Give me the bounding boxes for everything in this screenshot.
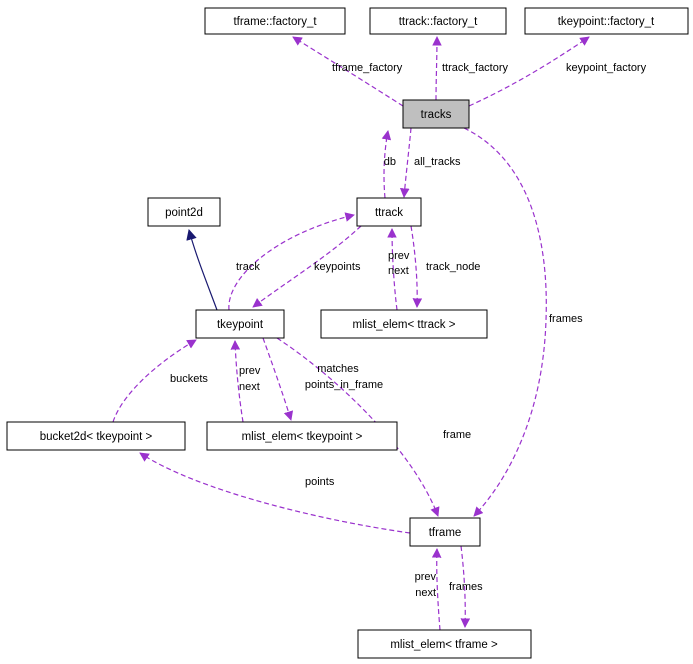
node-tkeypoint-label: tkeypoint [217, 319, 264, 331]
edge-label-points: points [305, 476, 335, 488]
node-mlist-elem-tframe-box [357, 629, 532, 659]
edge-label-ttrack-factory: ttrack_factory [442, 62, 509, 74]
edge-label-frame: frame [443, 429, 471, 441]
edge-label-tkeypoint-next: next [239, 381, 260, 393]
edge-label-all-tracks: all_tracks [414, 156, 461, 168]
node-tframe-factory-box [204, 7, 346, 35]
node-bucket2d-tkeypoint-label: bucket2d< tkeypoint > [40, 431, 153, 443]
edge-label-matches: matches [317, 363, 359, 375]
edge-labels-group: tframe_factory ttrack_factory keypoint_f… [170, 62, 647, 599]
edge-tkeypoint-to-mlist-tkeypoint-matches [262, 337, 294, 421]
node-mlist-elem-tkeypoint-label: mlist_elem< tkeypoint > [242, 431, 363, 443]
edge-tracks-to-ttrack-factory [432, 36, 442, 101]
edge-label-points-in-frame: points_in_frame [305, 379, 383, 391]
edge-label-tkeypoint-prev: prev [239, 365, 261, 377]
node-mlist-elem-tkeypoint-box [206, 421, 398, 451]
node-point2d-label: point2d [165, 207, 203, 219]
edge-tframe-to-mlist-tframe-frames [460, 545, 471, 628]
edge-label-ttrack-prev: prev [388, 250, 410, 262]
edge-label-frames-right: frames [549, 313, 583, 325]
node-tracks-label: tracks [421, 109, 452, 121]
node-ttrack-factory-label: ttrack::factory_t [399, 16, 478, 28]
edge-label-keypoint-factory: keypoint_factory [566, 62, 647, 74]
node-ttrack-box [356, 197, 422, 227]
edge-label-db: db [384, 156, 396, 168]
edge-label-tframe-prev: prev [415, 571, 437, 583]
node-tframe-label: tframe [429, 527, 462, 539]
node-tracks-box [402, 99, 470, 129]
node-tframe[interactable]: tframe [409, 517, 481, 547]
node-bucket2d-tkeypoint-box [6, 421, 186, 451]
edge-label-frames-bottom: frames [449, 581, 483, 593]
node-mlist-elem-tframe[interactable]: mlist_elem< tframe > [357, 629, 532, 659]
node-mlist-elem-ttrack-label: mlist_elem< ttrack > [353, 319, 456, 331]
inheritance-edges-group [186, 228, 218, 311]
edge-label-keypoints: keypoints [314, 261, 361, 273]
edge-bucket2d-to-tkeypoint-buckets [112, 339, 197, 423]
edge-tkeypoint-to-point2d-inheritance [186, 228, 218, 311]
node-mlist-elem-tkeypoint[interactable]: mlist_elem< tkeypoint > [206, 421, 398, 451]
node-ttrack-factory-box [369, 7, 507, 35]
node-tkeypoint-factory[interactable]: tkeypoint::factory_t [524, 7, 689, 35]
edge-label-track-node: track_node [426, 261, 480, 273]
edge-tracks-to-tframe-factory [292, 36, 404, 107]
node-ttrack-factory[interactable]: ttrack::factory_t [369, 7, 507, 35]
edge-mlist-ttrack-to-ttrack-prev-next [387, 228, 398, 311]
edge-mlist-tframe-to-tframe-prev-next [431, 548, 442, 631]
node-point2d-box [147, 197, 221, 227]
edge-label-tframe-factory: tframe_factory [332, 62, 403, 74]
edge-tkeypoint-to-ttrack-track [228, 212, 355, 311]
usage-edges-group [112, 36, 590, 631]
node-tkeypoint-box [195, 309, 285, 339]
edge-tracks-to-tframe-frames [463, 127, 547, 517]
edge-mlist-tkeypoint-to-tkeypoint-prev-next [230, 340, 244, 423]
edge-ttrack-to-tracks-db [381, 130, 392, 199]
node-tframe-factory-label: tframe::factory_t [233, 16, 317, 28]
node-point2d[interactable]: point2d [147, 197, 221, 227]
edge-tframe-to-bucket2d-points [139, 452, 411, 534]
node-tframe-box [409, 517, 481, 547]
nodes-group: tframe::factory_t ttrack::factory_t tkey… [6, 7, 689, 659]
node-tkeypoint-factory-label: tkeypoint::factory_t [558, 16, 655, 28]
node-ttrack-label: ttrack [375, 207, 403, 219]
edge-label-tframe-next: next [415, 587, 436, 599]
node-tracks[interactable]: tracks [402, 99, 470, 129]
edge-ttrack-to-tkeypoint-keypoints [252, 225, 362, 308]
node-mlist-elem-ttrack-box [320, 309, 488, 339]
node-mlist-elem-ttrack[interactable]: mlist_elem< ttrack > [320, 309, 488, 339]
edge-tkeypoint-to-tframe-frame [276, 337, 440, 517]
edge-tracks-to-ttrack-all-tracks [399, 127, 412, 198]
edge-label-track: track [236, 261, 260, 273]
node-tframe-factory[interactable]: tframe::factory_t [204, 7, 346, 35]
node-tkeypoint[interactable]: tkeypoint [195, 309, 285, 339]
node-bucket2d-tkeypoint[interactable]: bucket2d< tkeypoint > [6, 421, 186, 451]
edge-ttrack-to-mlist-ttrack-track-node [410, 225, 423, 308]
node-ttrack[interactable]: ttrack [356, 197, 422, 227]
edge-label-buckets: buckets [170, 373, 208, 385]
node-tkeypoint-factory-box [524, 7, 689, 35]
node-mlist-elem-tframe-label: mlist_elem< tframe > [390, 639, 498, 651]
edge-tracks-to-tkeypoint-factory [468, 36, 590, 107]
edge-label-ttrack-next: next [388, 265, 409, 277]
